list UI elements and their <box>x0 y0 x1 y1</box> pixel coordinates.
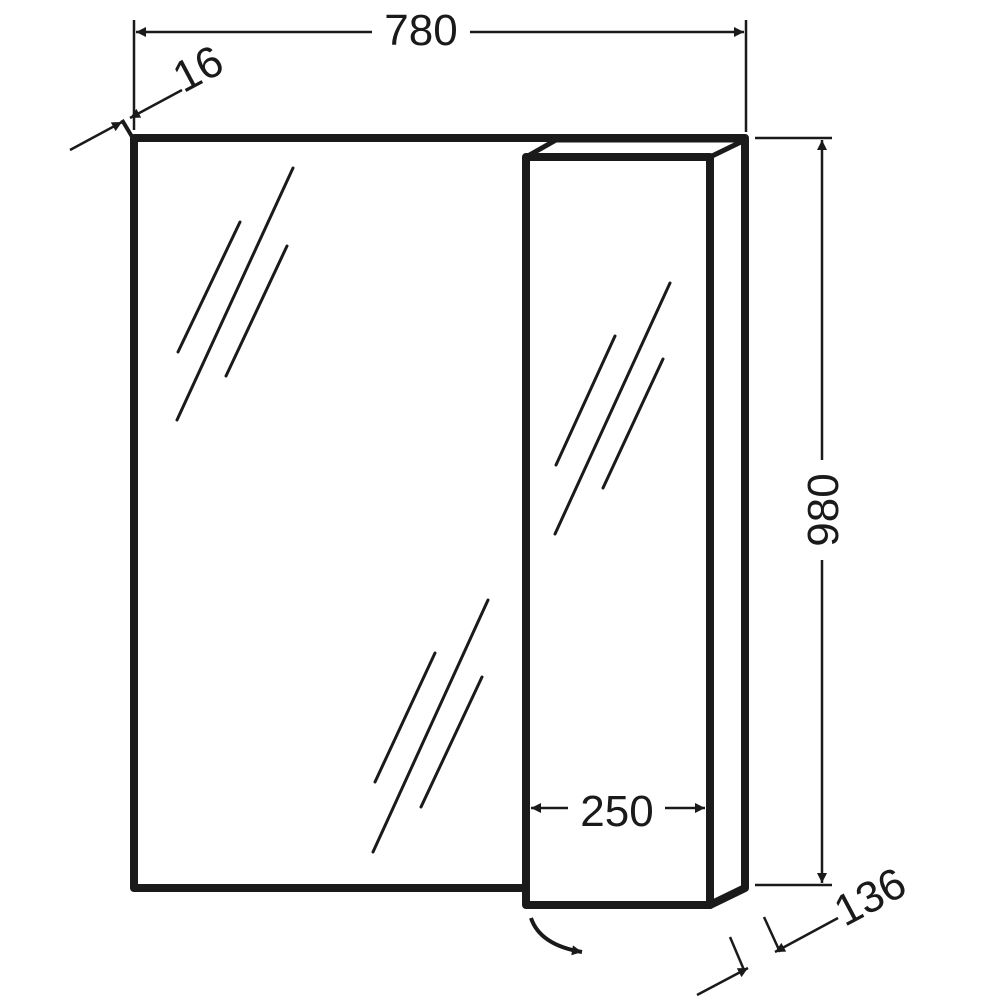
dimension-frame-thickness <box>69 88 183 152</box>
mirror-reflection-lower <box>371 598 490 854</box>
curved-arrow-icon <box>529 917 583 956</box>
cabinet-door-reflection <box>553 281 672 536</box>
dimension-total-width <box>132 20 748 132</box>
dimension-height-label: 980 <box>799 473 848 546</box>
mirror-panel <box>130 134 749 892</box>
dimension-height <box>755 136 832 887</box>
dimension-depth-label: 136 <box>826 858 914 936</box>
side-cabinet <box>522 136 749 909</box>
mirror-reflection-upper <box>175 166 295 422</box>
dimension-depth <box>696 916 839 997</box>
dimension-cabinet-width-label: 250 <box>580 787 653 836</box>
dimension-total-width-label: 780 <box>384 6 457 55</box>
